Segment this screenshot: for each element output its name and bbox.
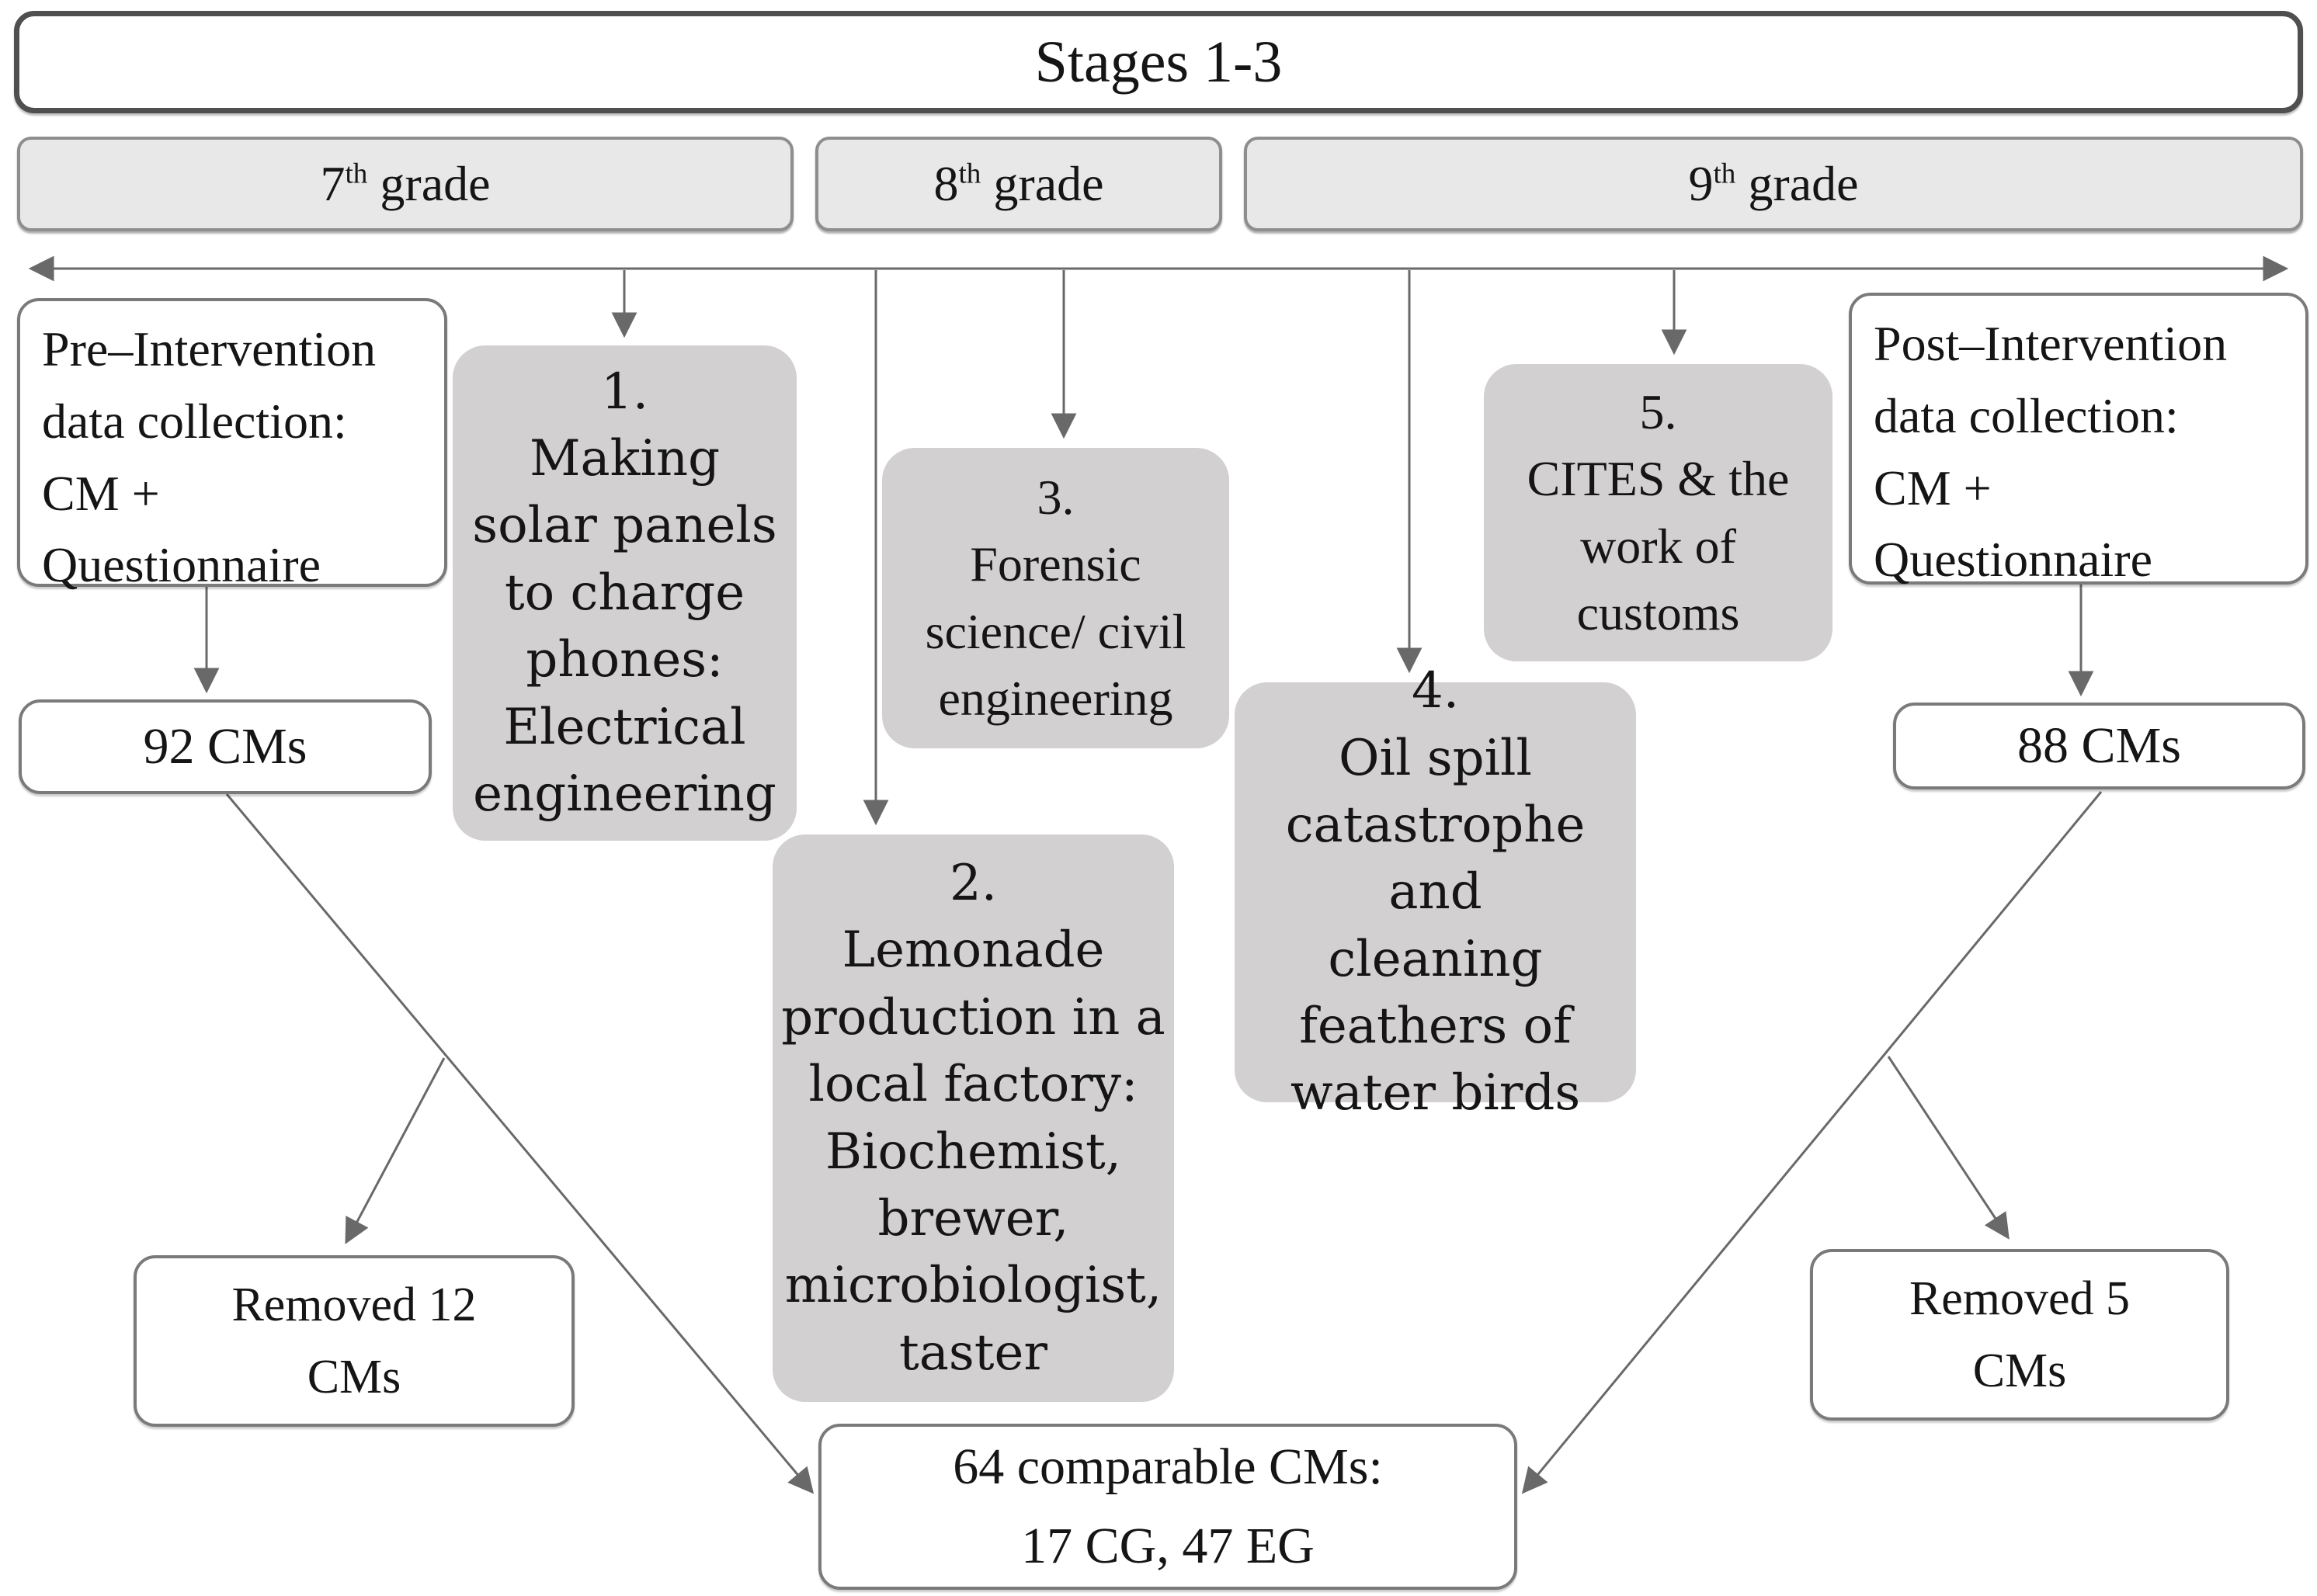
count-88-box: 88 CMs bbox=[1893, 703, 2305, 789]
arrow-92-to-final bbox=[225, 793, 815, 1494]
intervention-4-number: 4. bbox=[1411, 662, 1460, 720]
pre-intervention-box: Pre–Intervention data collection: CM + Q… bbox=[17, 298, 447, 592]
removed-5-label: Removed 5 CMs bbox=[1909, 1272, 2131, 1397]
intervention-4-text: 4.Oil spill catastrophe and cleaning fea… bbox=[1235, 657, 1636, 1127]
grade-7-ordinal: th bbox=[345, 158, 368, 190]
removed-12-label: Removed 12 CMs bbox=[231, 1278, 477, 1403]
removed-12-box: Removed 12 CMs bbox=[134, 1255, 575, 1427]
final-comparable-box: 64 comparable CMs: 17 CG, 47 EG bbox=[818, 1424, 1517, 1590]
grade-band-7: 7th grade bbox=[17, 137, 794, 231]
count-92-box: 92 CMs bbox=[19, 699, 432, 794]
grade-9-ordinal: th bbox=[1713, 158, 1736, 190]
intervention-2-number: 2. bbox=[949, 854, 998, 912]
removed-5-box: Removed 5 CMs bbox=[1810, 1249, 2229, 1421]
intervention-box-1: 1.Making solar panels to charge phones: … bbox=[453, 345, 797, 841]
intervention-box-2: 2.Lemonade production in a local factory… bbox=[773, 834, 1174, 1402]
post-intervention-box: Post–Intervention data collection: CM + … bbox=[1849, 293, 2308, 587]
post-intervention-text: Post–Intervention data collection: CM + … bbox=[1874, 316, 2228, 588]
arrow-branch-to-removed5 bbox=[1887, 1056, 2010, 1240]
final-comparable-text: 64 comparable CMs: 17 CG, 47 EG bbox=[953, 1438, 1383, 1574]
count-88-label: 88 CMs bbox=[2017, 717, 2181, 774]
pre-intervention-text: Pre–Intervention data collection: CM + Q… bbox=[42, 321, 377, 593]
intervention-box-5: 5.CITES & the work of customs bbox=[1484, 364, 1832, 661]
grade-9-label: 9th grade bbox=[1688, 156, 1859, 211]
stages-banner: Stages 1-3 bbox=[14, 11, 2303, 113]
grade-8-label: 8th grade bbox=[933, 156, 1104, 211]
intervention-box-3: 3.Forensic science/ civil engineering bbox=[882, 448, 1229, 748]
intervention-1-text: 1.Making solar panels to charge phones: … bbox=[472, 359, 776, 828]
intervention-1-number: 1. bbox=[600, 363, 649, 421]
stages-banner-label: Stages 1-3 bbox=[1034, 29, 1283, 95]
intervention-5-text: 5.CITES & the work of customs bbox=[1527, 379, 1790, 647]
intervention-5-number: 5. bbox=[1639, 383, 1677, 439]
grade-8-ordinal: th bbox=[958, 158, 981, 190]
arrow-88-to-final bbox=[1521, 791, 2103, 1494]
grade-band-9: 9th grade bbox=[1244, 137, 2303, 231]
grade-band-8: 8th grade bbox=[815, 137, 1222, 231]
intervention-3-number: 3. bbox=[1037, 469, 1075, 525]
intervention-box-4: 4.Oil spill catastrophe and cleaning fea… bbox=[1235, 662, 1636, 1122]
intervention-3-text: 3.Forensic science/ civil engineering bbox=[926, 464, 1186, 733]
count-92-label: 92 CMs bbox=[143, 718, 307, 775]
grade-7-label: 7th grade bbox=[320, 156, 491, 211]
arrow-branch-to-removed12 bbox=[345, 1057, 446, 1244]
intervention-2-text: 2.Lemonade production in a local factory… bbox=[781, 850, 1165, 1386]
